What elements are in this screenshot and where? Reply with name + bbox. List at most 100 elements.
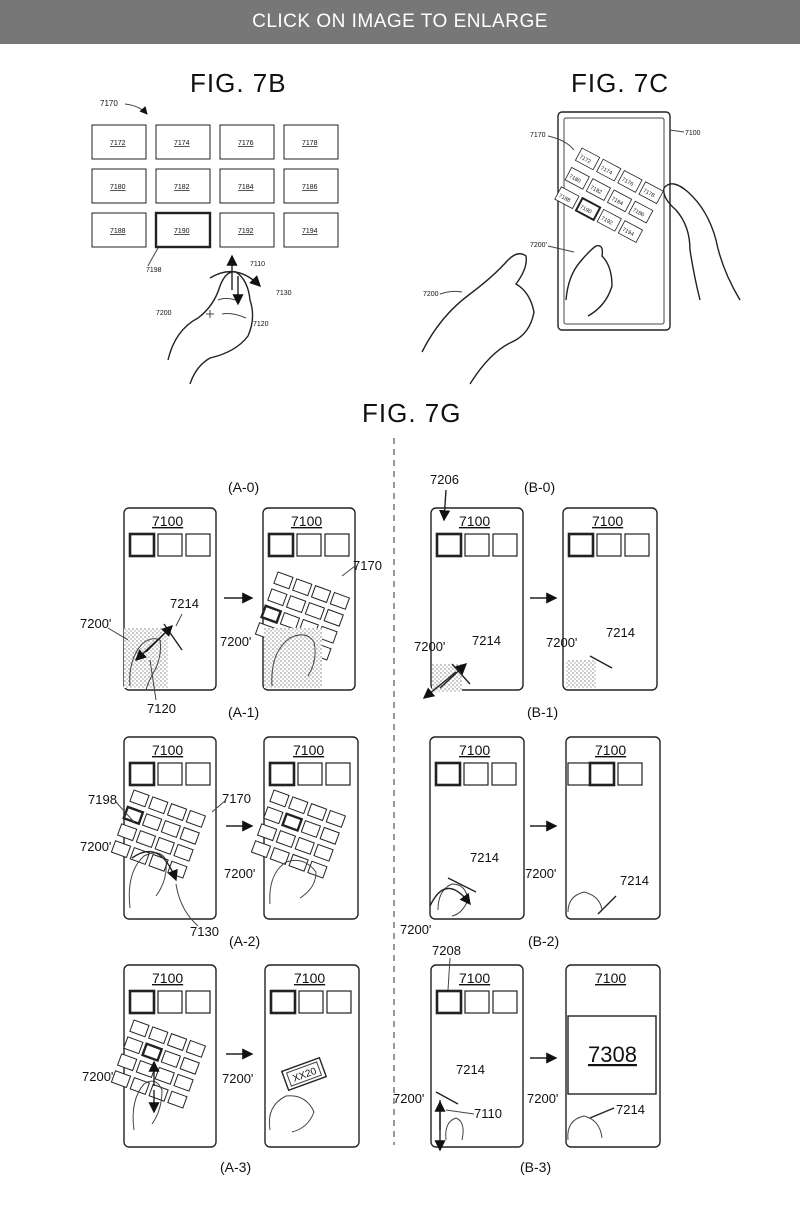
fig7g-grid-tile: [256, 823, 278, 842]
fig7g-grid-tile: [285, 595, 307, 614]
fig7b-tile-label: 7188: [110, 228, 126, 235]
enlarge-banner[interactable]: CLICK ON IMAGE TO ENLARGE: [0, 0, 800, 44]
fig7c-tile-label: 7178: [642, 188, 656, 199]
ref-hand-a3b: 7200': [222, 1071, 253, 1086]
fig7b-tile-label: 7192: [238, 228, 254, 235]
fig7g-thumb-tile: [269, 989, 297, 1015]
fig7b-tile: [155, 168, 211, 204]
fig7g-thumb-tile: [128, 532, 156, 558]
fig7g-grid-tile: [110, 1070, 132, 1089]
fig7g-thumb-tile: [617, 762, 643, 786]
fig7c-tile: [628, 200, 654, 224]
fig7c-device: [557, 111, 671, 331]
fig7g-thumb-tile: [298, 990, 324, 1014]
fig7c-tile-label: 7186: [631, 207, 645, 218]
fig7c-ref-inset-hand: 7200': [530, 242, 547, 249]
fig7c-ref-grid: 7170: [530, 132, 546, 139]
fig7b-rotate-arrow: [209, 270, 261, 287]
fig7g-thumb-tile: [128, 989, 156, 1015]
fig7g-thumb-tile: [157, 762, 183, 786]
fig7g-grid-tile: [173, 843, 194, 862]
fig7g-grid-tile: [135, 830, 157, 849]
content-tile-7308: [567, 1015, 657, 1095]
fig7c-tile: [585, 178, 612, 201]
fig7g-device: [565, 964, 661, 1148]
fig7c-tile-label: 7182: [589, 185, 603, 196]
fig7g-grid-tile: [129, 789, 150, 808]
fig7g-grid-tile: [167, 1090, 188, 1109]
ref-7308: 7308: [588, 1042, 637, 1067]
fig7g-grid-tile: [160, 1049, 182, 1068]
fig7g-grid-tile: [310, 585, 332, 604]
ref-hand-b0: 7200': [414, 639, 445, 654]
fig7g-grid-tile: [154, 1066, 175, 1085]
fig7b-tile: [283, 212, 339, 248]
ref-7214-b2: 7214: [470, 850, 499, 865]
fig7c-tile-label: 7180: [568, 174, 582, 185]
ref-7214-b0: 7214: [472, 633, 501, 648]
fig7g-grid-tile: [260, 604, 283, 625]
fig7c-tile: [564, 166, 590, 190]
fig7c-inset-hand: [565, 245, 613, 317]
fig7b-ref-up: 7110: [250, 261, 265, 268]
fig7g-grid-tile: [304, 601, 326, 620]
fig7c-tile-label: 7192: [600, 216, 614, 227]
fig7g-thumb-tile: [267, 532, 295, 558]
fig7g-grid-tile: [323, 608, 344, 627]
ref-hand-a2: 7200': [80, 839, 111, 854]
fig7c-tile: [617, 169, 643, 193]
ref-hand-a0: 7200': [80, 616, 111, 631]
fig7b-tile: [154, 211, 212, 249]
fig7g-grid-tile: [179, 826, 200, 845]
fig7g-thumb-tile: [128, 761, 156, 787]
fig7g-thumb-tile: [326, 990, 352, 1014]
fig7b-tile-label: 7186: [302, 184, 318, 191]
fig7b-tile-label: 7172: [110, 140, 126, 147]
fig7g-thumb-tile: [464, 990, 490, 1014]
ref-7214-b1: 7214: [606, 625, 635, 640]
fig7g-thumb-tile: [588, 761, 616, 787]
fig7g-thumb-tile: [435, 532, 463, 558]
fig7b-tile: [219, 168, 275, 204]
fig7g-grid-tile: [300, 819, 322, 838]
fig7b-tile-label: 7180: [110, 184, 126, 191]
fig7g-grid-tile: [267, 588, 288, 607]
fig7g-device-ref: 7100: [459, 742, 490, 758]
fig7c-tile: [606, 189, 633, 213]
panel-a1-label: (A-1): [228, 704, 259, 720]
fig7g-thumb-tile: [491, 762, 517, 786]
fig7c-tile: [617, 220, 644, 243]
fig7c-tile-label: 7194: [621, 227, 635, 238]
fig7g-grid-tile: [273, 571, 294, 590]
fig7c-tile-label: 7188: [557, 193, 571, 204]
fig7g-grid-tile: [116, 823, 138, 842]
fig7g-thumb-tile: [567, 762, 593, 786]
fig7g-thumb-tile: [434, 761, 462, 787]
fig7b-tile-label: 7194: [302, 228, 318, 235]
panel-a2-label: (A-2): [229, 933, 260, 949]
ref-7170-a2: 7170: [222, 791, 251, 806]
fig7g-grid-tile: [292, 578, 313, 597]
fig7g-grid-tile: [269, 846, 291, 865]
fig7b-ref-down: 7120: [253, 321, 269, 328]
fig7g-device-ref: 7100: [592, 513, 623, 529]
fig7b-tile-label: 7174: [174, 140, 190, 147]
fig7g-thumb-tile: [464, 533, 490, 557]
fig7g-grid-tile: [306, 803, 328, 822]
ref-hand-b1: 7200': [546, 635, 577, 650]
fig7g-thumb-tile: [324, 533, 350, 557]
panel-b2-label: (B-2): [528, 933, 559, 949]
ref-hand-b3b: 7200': [527, 1091, 558, 1106]
panel-b3-label: (B-3): [520, 1159, 551, 1175]
fig7g-grid-tile: [269, 789, 290, 808]
fig7g-grid-tile: [185, 809, 207, 828]
fig7c-ref-hand: 7200: [423, 291, 439, 298]
fig7g-grid-tile: [313, 843, 334, 862]
fig7g-grid-tile: [160, 819, 182, 838]
fig7g-grid-tile: [185, 1039, 207, 1058]
fig7c-tile-label: 7176: [621, 177, 635, 188]
fig7g-thumb-tile: [185, 990, 211, 1014]
fig7g-grid-tile: [279, 612, 301, 631]
fig7c-tile-label: 7184: [610, 196, 624, 207]
fig-7g-title: FIG. 7G: [362, 398, 462, 428]
